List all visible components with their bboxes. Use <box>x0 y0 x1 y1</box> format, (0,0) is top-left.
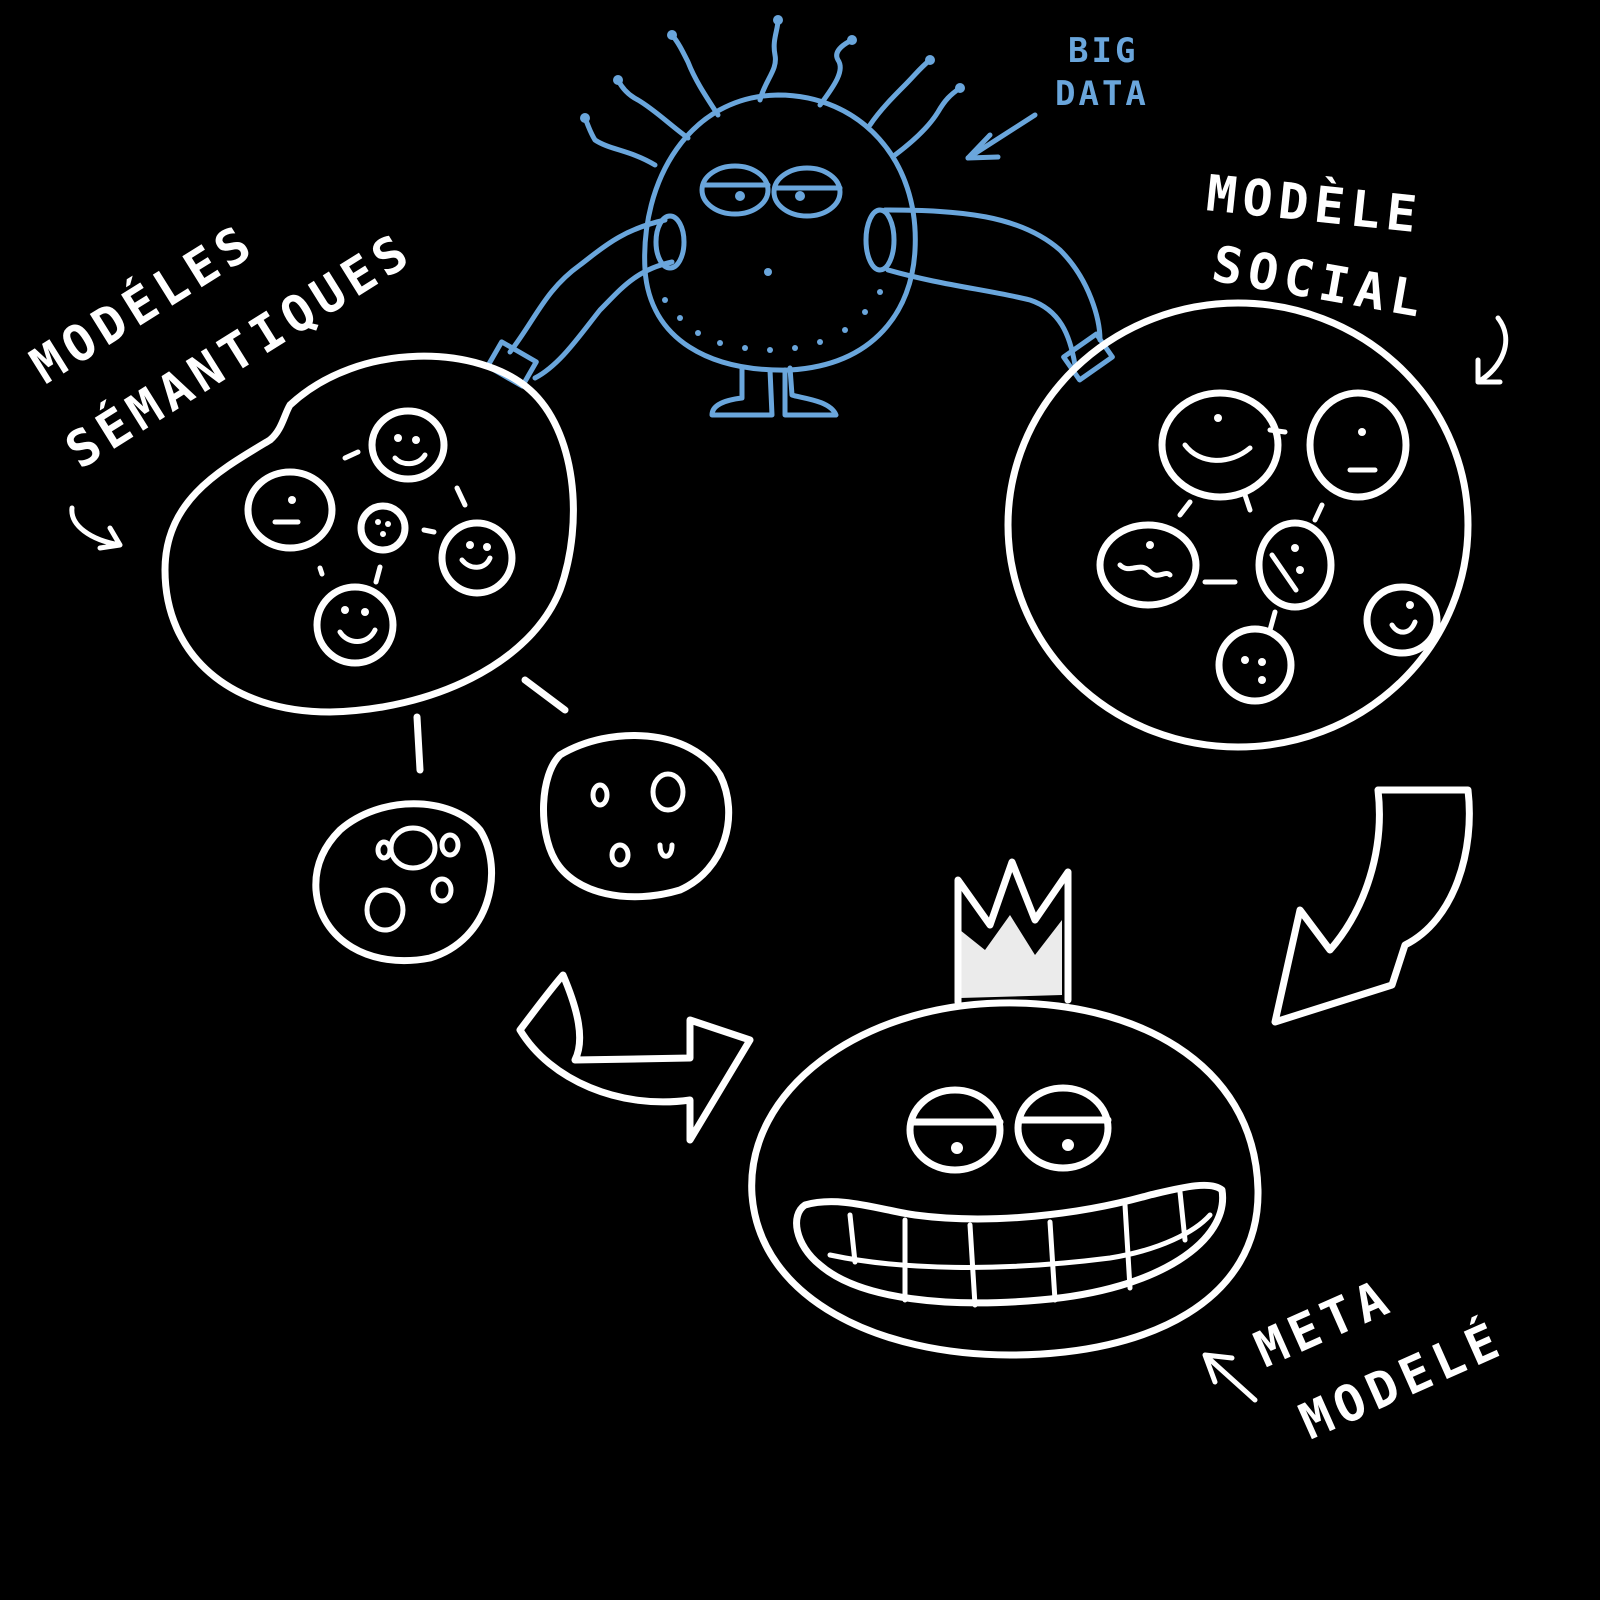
semantic-face-3 <box>357 502 409 554</box>
social-face-2 <box>1306 389 1410 501</box>
meta-model-king-face <box>748 999 1262 1359</box>
social-face-5 <box>1363 583 1441 657</box>
social-face-1 <box>1158 389 1282 501</box>
social-face-4 <box>1255 519 1335 611</box>
big-data-label-line2: DATA <box>1055 74 1149 114</box>
semantic-face-1 <box>368 407 448 483</box>
meta-modele-pointer-arrow <box>1202 1352 1258 1403</box>
big-data-creature-icon <box>485 15 1115 418</box>
semantic-face-5 <box>313 583 397 667</box>
semantic-face-4 <box>438 519 516 597</box>
social-face-6 <box>1215 625 1295 705</box>
social-face-3 <box>1096 521 1200 609</box>
semantic-face-2 <box>244 468 336 552</box>
child-blob-right <box>540 731 733 901</box>
curved-arrow-icon <box>1271 786 1473 1026</box>
modele-social-pointer-arrow <box>1475 315 1509 385</box>
social-model-circle <box>1004 299 1472 751</box>
modeles-semantiques-pointer-arrow <box>69 505 123 551</box>
link-line-left <box>413 713 424 774</box>
semantic-model-blob <box>161 352 577 716</box>
modele-social-label-line1: MODÈLE <box>1204 163 1426 244</box>
crown-icon <box>954 858 1072 1006</box>
link-line-right <box>521 676 569 714</box>
child-blob-left <box>312 800 496 965</box>
big-data-label-line1: BIG <box>1068 31 1138 71</box>
curved-arrow-lower-left <box>516 971 754 1144</box>
